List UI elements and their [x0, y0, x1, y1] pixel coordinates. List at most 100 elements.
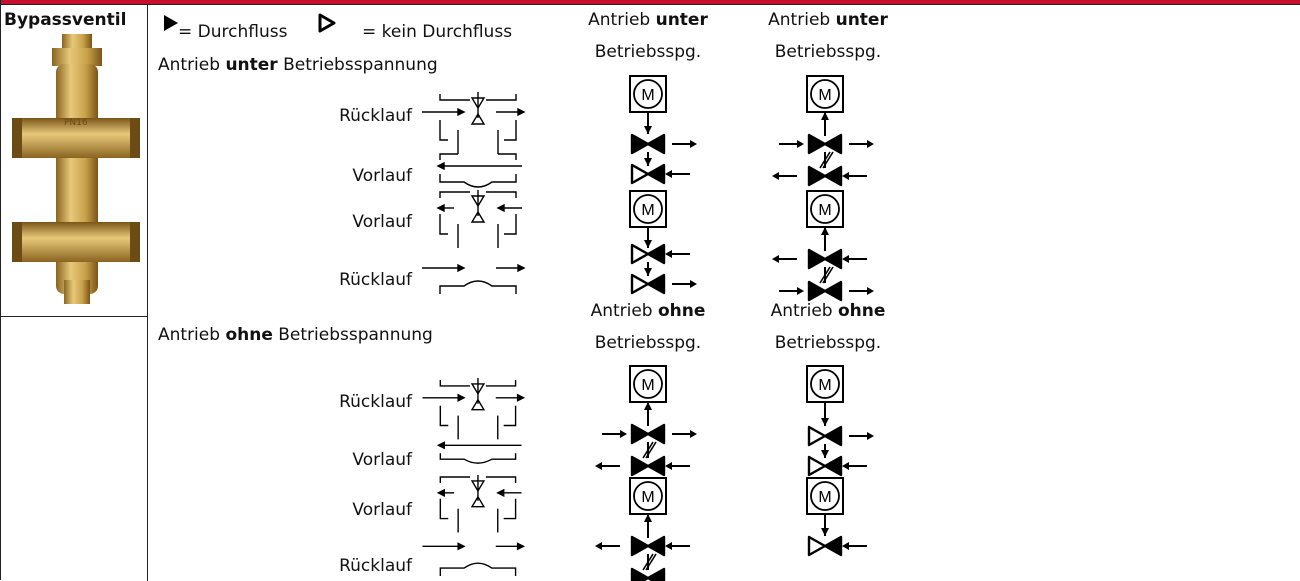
col-unpowered-b-line2: Betriebsspg. [774, 333, 882, 353]
noflow-triangle-icon [318, 13, 336, 33]
powered-b-1-arrow-lt-head [797, 140, 804, 148]
first-column-bottom-border [0, 316, 148, 317]
powered-b-1-arrow-lb-head [772, 172, 779, 180]
powered-b-2-motor-circle [810, 194, 840, 224]
unpowered-a-1-arrow-lt-head [620, 430, 627, 438]
unpowered-a-2-arrow-rt-head [665, 542, 672, 550]
col-unpowered-a-line1: Antrieb ohne [590, 301, 706, 321]
powered-b-2-slash-b [822, 266, 834, 284]
unpowered-heading: Antrieb ohne Betriebsspannung [158, 325, 433, 345]
powered-label-4: Rücklauf [339, 270, 412, 290]
unpowered-b-1-valve-top-right [823, 425, 843, 447]
table-top-border [0, 4, 1300, 5]
unpowered-a-1-valve-top-left [630, 423, 650, 445]
col-powered-b-line1: Antrieb unter [768, 10, 888, 30]
powered-a-1-arrow-top-head [690, 140, 697, 148]
unpowered-a-1-valve-top-right [646, 423, 666, 445]
powered-label-1: Rücklauf [339, 106, 412, 126]
powered-a-1-valve-top-right [646, 133, 666, 155]
powered-a-1-valve-top-left [630, 133, 650, 155]
powered-b-2-slash-a [819, 266, 831, 284]
powered-b-2-stem-head [821, 227, 829, 235]
powered-b-1-slash-a [819, 151, 831, 169]
powered-a-2-valve-top-left [630, 243, 650, 265]
unpowered-b-1-stem-head [821, 418, 829, 426]
unpowered-b-1-valve-bottom-right [823, 455, 843, 477]
powered-b-2-arrow-lt-head [772, 255, 779, 263]
powered-a-2-motor-circle [633, 194, 663, 224]
powered-a-2-stem2-head [644, 268, 652, 276]
powered-b-2-valve-bottom-right [823, 280, 843, 302]
unpowered-b-1-valve-bottom-left [807, 455, 827, 477]
unpowered-a-2-slash-a [642, 553, 654, 571]
powered-b-1-valve-top-right [823, 133, 843, 155]
unpowered-label-3: Vorlauf [352, 500, 412, 520]
col-powered-b-line2: Betriebsspg. [774, 42, 882, 62]
unpowered-b-1-arrow-top-head [867, 432, 874, 440]
powered-b-2-arrow-rt-head [842, 255, 849, 263]
first-column-divider [147, 4, 148, 581]
powered-b-2-valve-top-left [807, 248, 827, 270]
powered-b-1-slash-b [822, 151, 834, 169]
powered-b-1-arrow-rb-head [842, 172, 849, 180]
unpowered-a-2-stem-head [644, 514, 652, 522]
unpowered-a-1-slash-b [645, 441, 657, 459]
unpowered-a-2-arrow-lt-head [595, 542, 602, 550]
powered-b-1-valve-bottom-left [807, 165, 827, 187]
unpowered-a-2-valve-top-right [646, 535, 666, 557]
col-unpowered-a-line2: Betriebsspg. [594, 333, 702, 353]
title-strip [0, 0, 1300, 4]
powered-a-2-valve-bottom-right [646, 273, 666, 295]
powered-a-2-motor-label: M [641, 202, 654, 219]
powered-b-2-valve-top-right [823, 248, 843, 270]
unpowered-b-2-valve-top-right [823, 535, 843, 557]
unpowered-a-1-slash-a [642, 441, 654, 459]
powered-a-2-arrow-top-head [665, 250, 672, 258]
unpowered-a-1-arrow-lb-head [595, 462, 602, 470]
unpowered-a-2-motor-label: M [641, 489, 654, 506]
powered-a-2-valve-top-right [646, 243, 666, 265]
valve-photo-stamp: PN16 [64, 118, 88, 128]
powered-b-1-valve-bottom-right [823, 165, 843, 187]
col-powered-a-line1: Antrieb unter [588, 10, 708, 30]
powered-a-1-valve-bottom-right [646, 163, 666, 185]
col-unpowered-b-line1: Antrieb ohne [770, 301, 886, 321]
powered-b-1-arrow-rt-head [867, 140, 874, 148]
powered-valve-schematic [422, 92, 526, 294]
unpowered-b-2-arrow-top-head [842, 542, 849, 550]
powered-a-1-stem-head [644, 126, 652, 134]
powered-a-1-valve-bottom-left [630, 163, 650, 185]
powered-b-2-motor-label: M [818, 202, 831, 219]
col-powered-a-line2: Betriebsspg. [594, 42, 702, 62]
powered-b-2-arrow-lb-head [797, 287, 804, 295]
powered-a-1-stem2-head [644, 158, 652, 166]
unpowered-a-1-motor-circle [633, 369, 663, 399]
powered-a-2-stem-head [644, 240, 652, 248]
unpowered-a-2-valve-top-left [630, 535, 650, 557]
unpowered-a-1-arrow-rb-head [665, 462, 672, 470]
powered-b-2-arrow-rb-head [867, 287, 874, 295]
unpowered-a-2-valve-bottom-right [646, 567, 666, 581]
powered-b-1-motor-label: M [818, 87, 831, 104]
unpowered-b-1-valve-top-left [807, 425, 827, 447]
powered-b-1-motor-circle [810, 79, 840, 109]
powered-a-2-arrow-bottom-head [690, 280, 697, 288]
unpowered-label-2: Vorlauf [352, 450, 412, 470]
powered-heading: Antrieb unter Betriebsspannung [158, 55, 438, 75]
unpowered-a-1-motor-label: M [641, 377, 654, 394]
unpowered-b-2-valve-top-left [807, 535, 827, 557]
unpowered-label-4: Rücklauf [339, 556, 412, 576]
powered-label-3: Vorlauf [352, 212, 412, 232]
unpowered-a-1-stem-head [644, 402, 652, 410]
powered-b-1-valve-top-left [807, 133, 827, 155]
cell-label: Bypassventil [4, 10, 127, 30]
powered-b-1-stem-head [821, 112, 829, 120]
powered-a-2-valve-bottom-left [630, 273, 650, 295]
unpowered-a-2-valve-bottom-left [630, 567, 650, 581]
powered-a-1-arrow-bottom-head [665, 170, 672, 178]
unpowered-a-1-valve-bottom-right [646, 455, 666, 477]
flow-triangle-icon [164, 15, 178, 31]
legend-noflow-text: = kein Durchfluss [362, 22, 513, 42]
unpowered-b-1-motor-circle [810, 369, 840, 399]
